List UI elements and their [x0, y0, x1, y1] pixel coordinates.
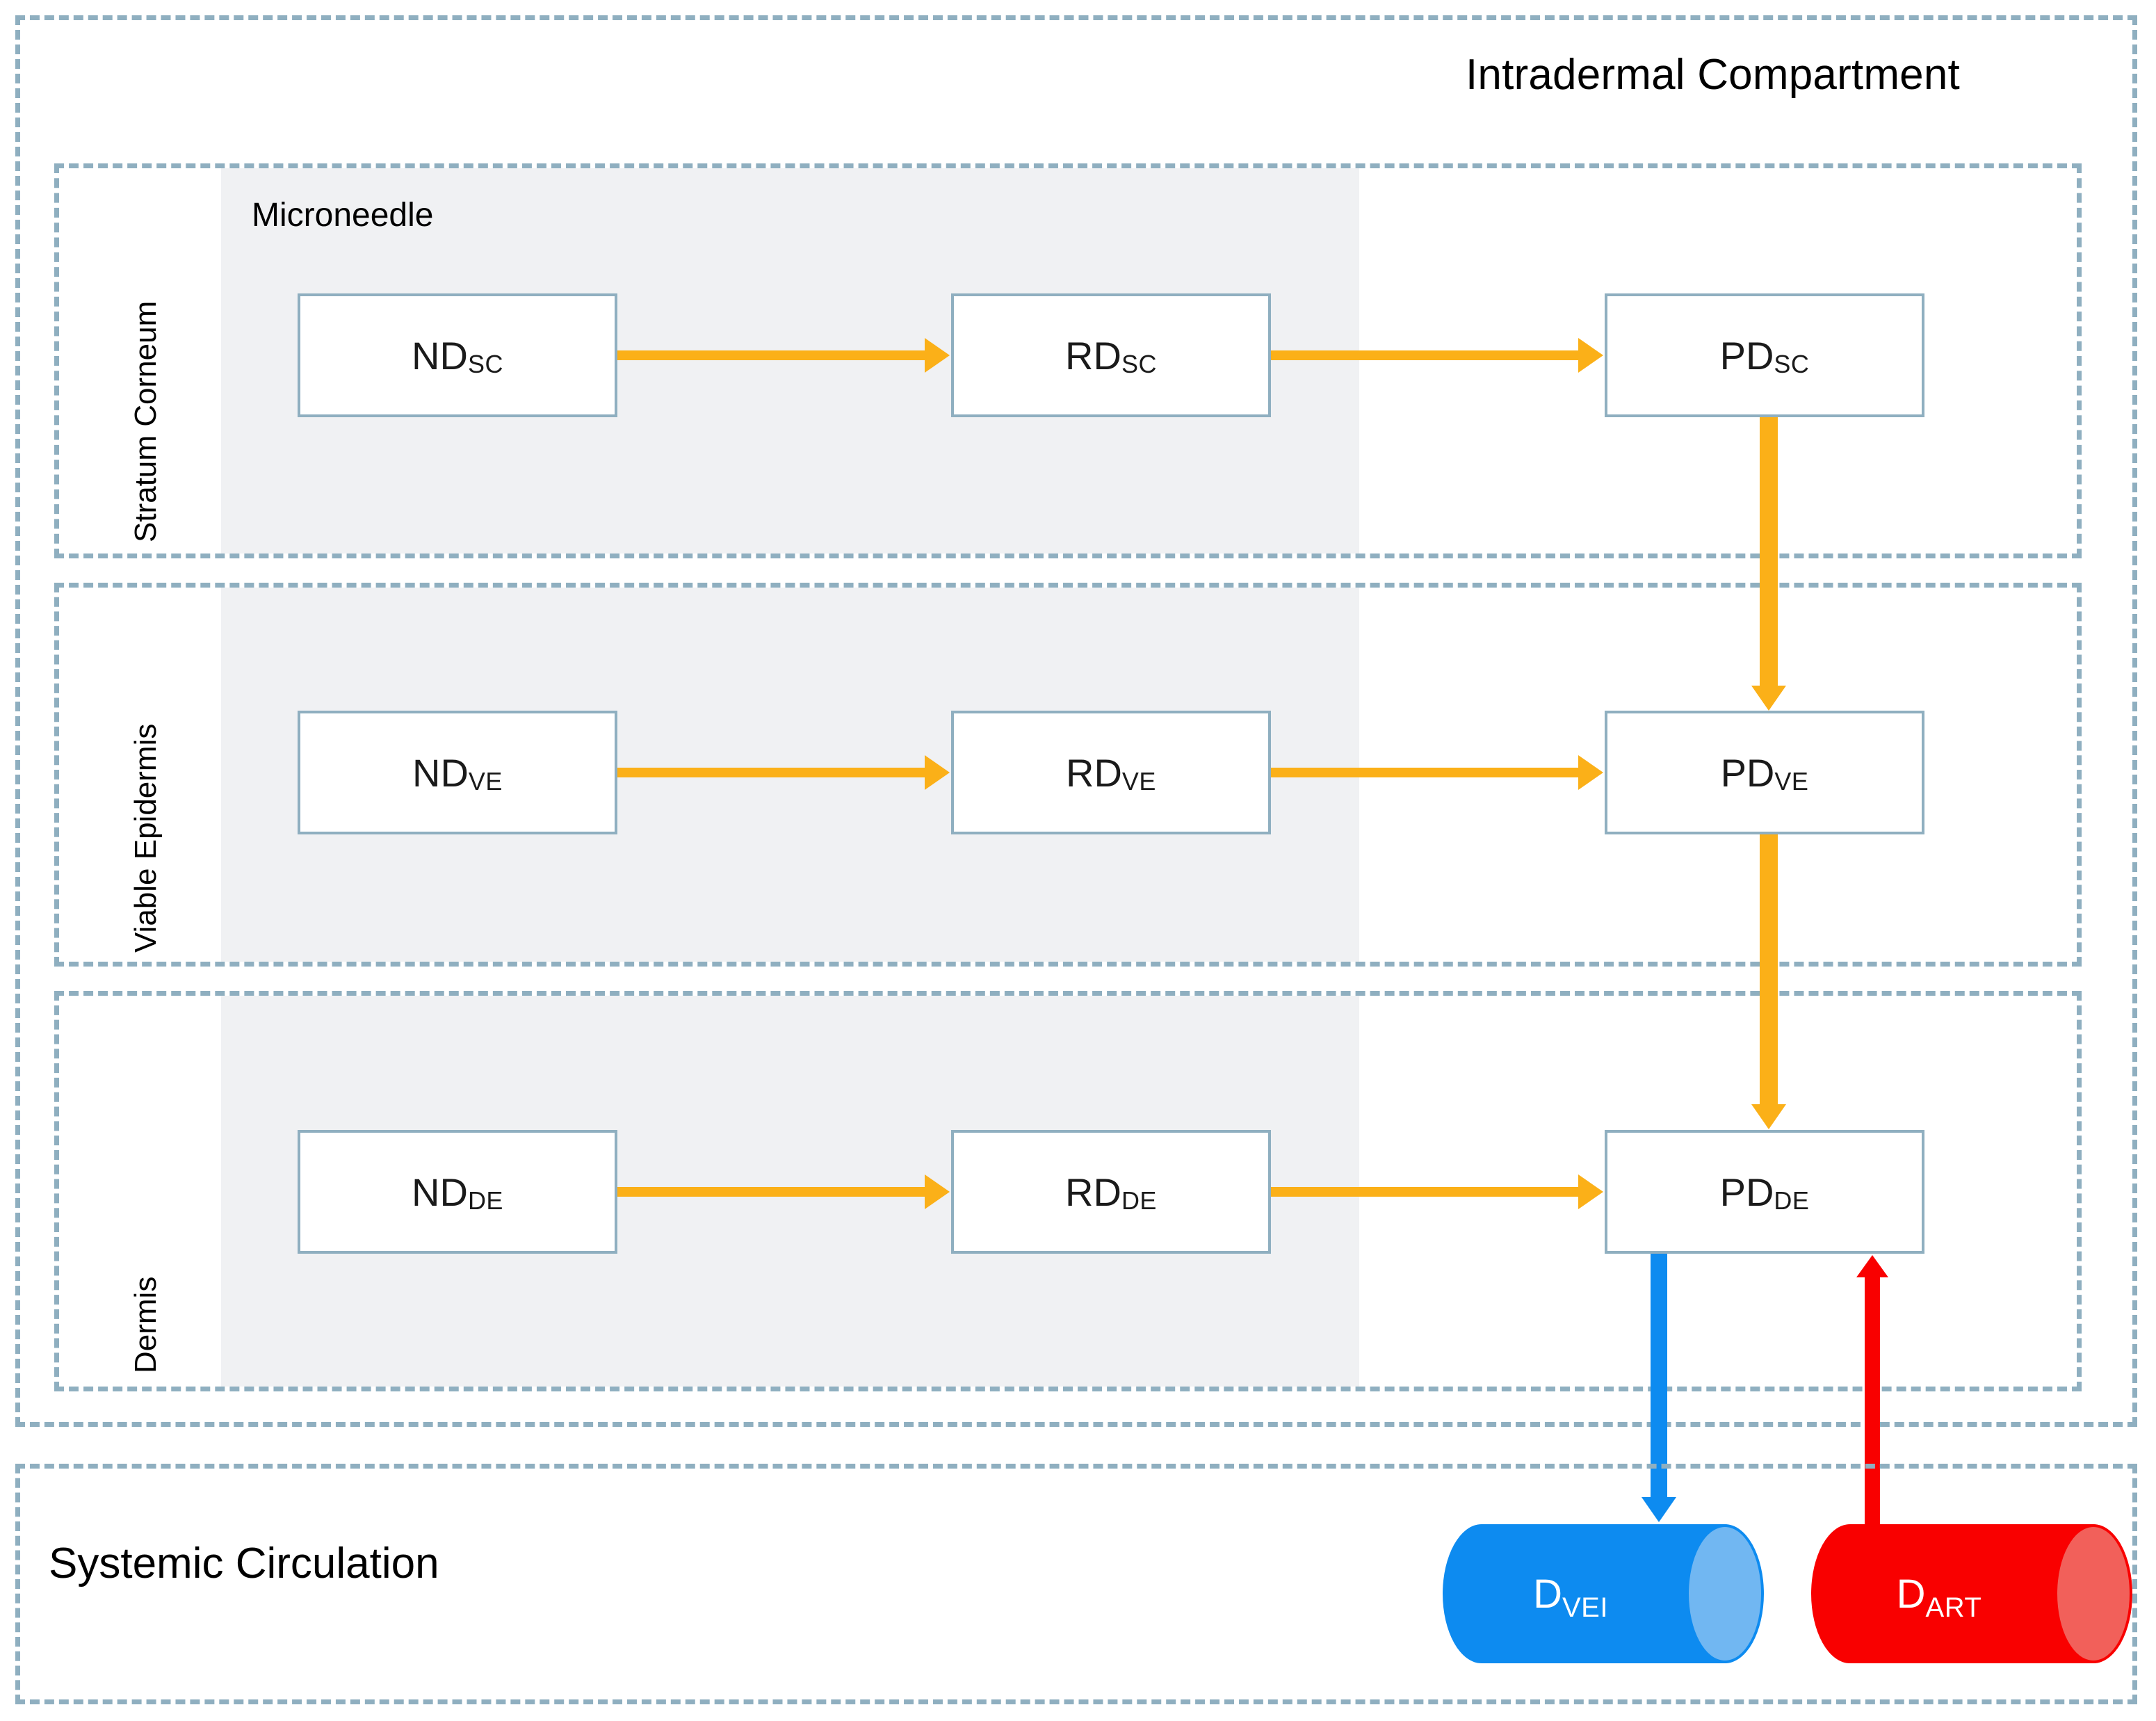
cylinder-d-art[interactable]: DART: [1811, 1524, 2132, 1663]
node-rd-de-sub: DE: [1121, 1186, 1157, 1215]
node-nd-sc-sub: SC: [467, 350, 503, 378]
layer-box-dermis: [54, 991, 2082, 1391]
systemic-circulation-container: [15, 1464, 2137, 1704]
node-pd-ve-base: PD: [1720, 750, 1775, 795]
systemic-circulation-title: Systemic Circulation: [49, 1540, 439, 1587]
node-rd-de-base: RD: [1065, 1170, 1121, 1214]
arrow-nd-sc-to-rd-sc: [617, 350, 926, 360]
layer-box-viable-epidermis: [54, 583, 2082, 967]
cylinder-d-vei-base: D: [1533, 1571, 1562, 1617]
cylinder-d-vei[interactable]: DVEI: [1443, 1524, 1764, 1663]
arrow-pd-de-to-d-vei: [1651, 1254, 1667, 1498]
intradermal-compartment-container: [15, 15, 2137, 1427]
arrow-pd-sc-to-pd-ve: [1760, 417, 1778, 687]
cylinder-d-vei-sub: VEI: [1562, 1592, 1608, 1623]
layer-label-dermis: Dermis: [129, 1276, 163, 1373]
node-rd-sc-base: RD: [1065, 333, 1121, 378]
node-pd-sc-sub: SC: [1774, 350, 1810, 378]
cylinder-d-vei-label: DVEI: [1443, 1524, 1762, 1663]
layer-label-viable-epidermis: Viable Epidermis: [129, 723, 163, 953]
node-nd-ve-sub: VE: [468, 767, 503, 795]
microneedle-label: Microneedle: [252, 197, 434, 234]
arrow-rd-sc-to-pd-sc: [1271, 350, 1580, 360]
layer-box-stratum-corneum: [54, 163, 2082, 558]
cylinder-d-art-base: D: [1896, 1571, 1926, 1617]
arrow-nd-de-to-rd-de: [617, 1187, 926, 1197]
node-rd-ve-base: RD: [1066, 750, 1122, 795]
arrow-nd-ve-to-rd-ve: [617, 768, 926, 777]
arrow-pd-ve-to-pd-de: [1760, 834, 1778, 1106]
node-pd-ve-sub: VE: [1774, 767, 1809, 795]
page-title: Intradermal Compartment: [1466, 51, 1960, 99]
cylinder-d-art-cap: [2054, 1524, 2132, 1663]
node-rd-sc-sub: SC: [1121, 350, 1157, 378]
arrow-rd-ve-to-pd-ve: [1271, 768, 1580, 777]
node-pd-de-sub: DE: [1774, 1186, 1810, 1215]
cylinder-d-art-label: DART: [1811, 1524, 2131, 1663]
layer-label-stratum-corneum: Stratum Corneum: [129, 300, 163, 542]
cylinder-d-vei-cap: [1686, 1524, 1764, 1663]
node-nd-sc-base: ND: [412, 333, 468, 378]
node-pd-sc-base: PD: [1719, 333, 1774, 378]
arrow-d-art-to-pd-de: [1865, 1276, 1880, 1525]
arrow-rd-de-to-pd-de: [1271, 1187, 1580, 1197]
node-nd-de-sub: DE: [467, 1186, 503, 1215]
cylinder-d-art-sub: ART: [1925, 1592, 1982, 1623]
node-rd-ve-sub: VE: [1121, 767, 1156, 795]
node-nd-de-base: ND: [412, 1170, 468, 1214]
node-pd-de-base: PD: [1719, 1170, 1774, 1214]
node-nd-ve-base: ND: [412, 750, 469, 795]
